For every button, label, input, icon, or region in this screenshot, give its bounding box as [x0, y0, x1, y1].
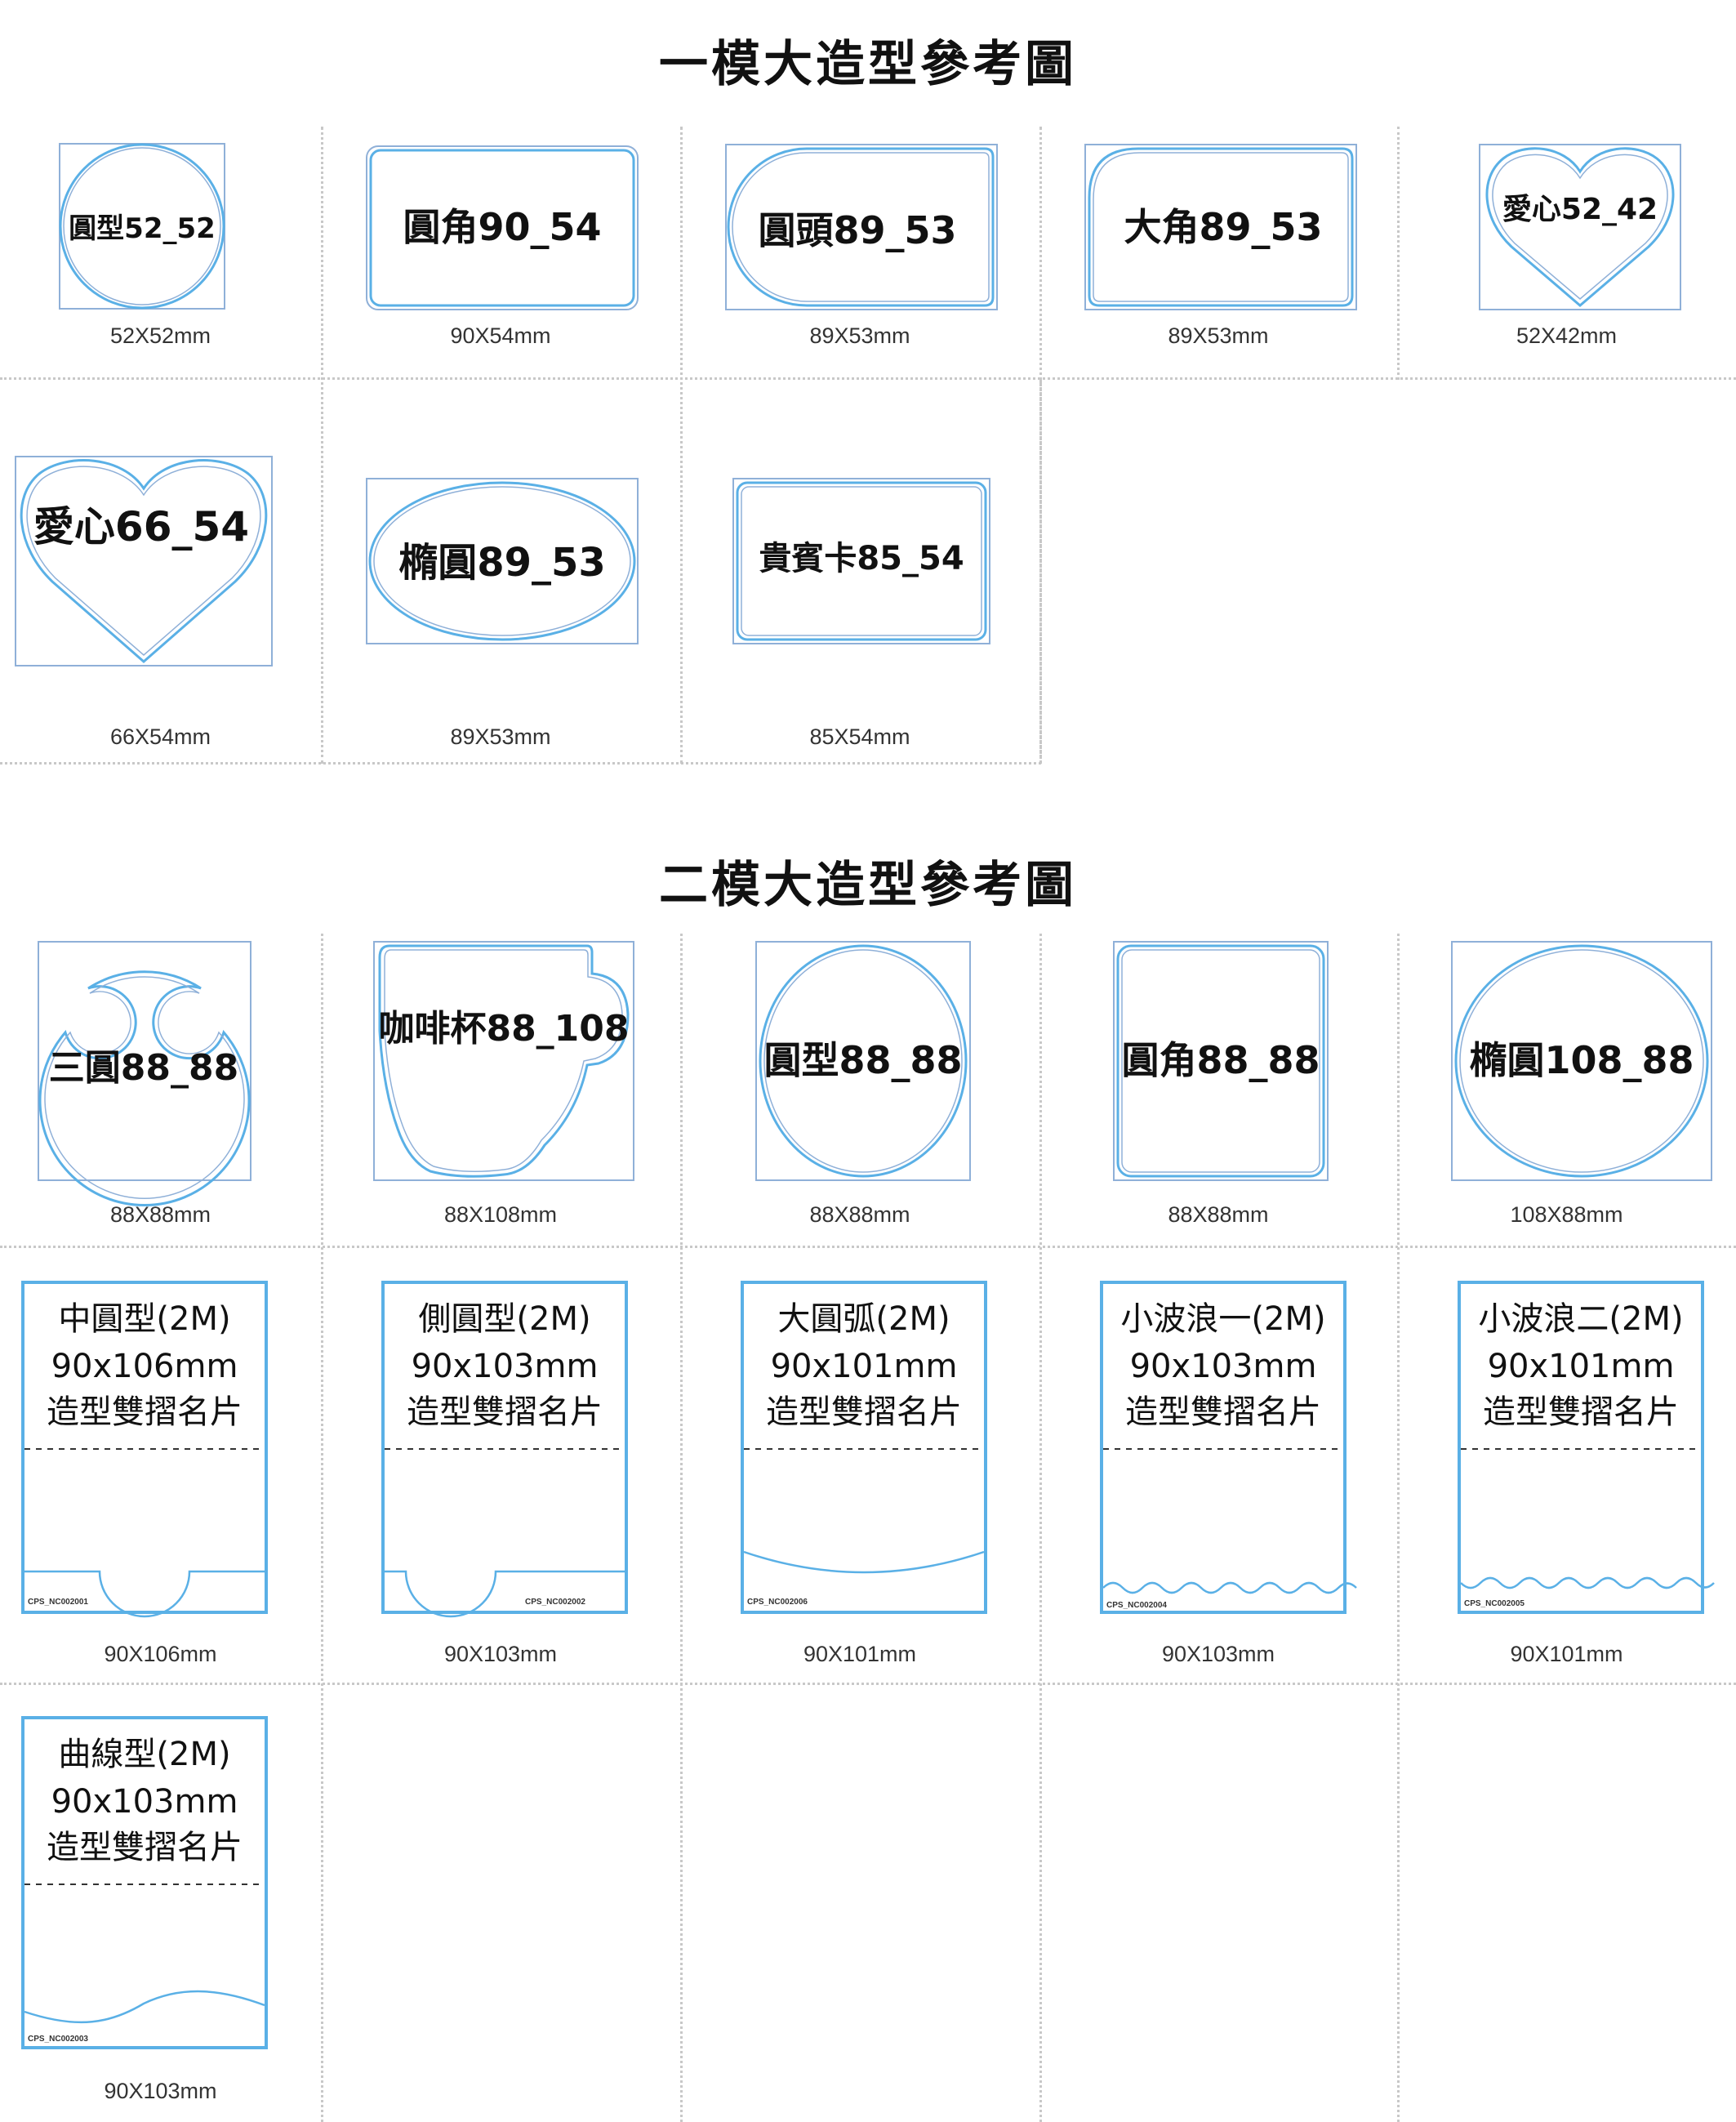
shape-card-oval-108[interactable]: 橢圓108_88 108X88mm	[1397, 939, 1736, 1243]
folded-card-curve[interactable]: 曲線型(2M) 90x103mm 造型雙摺名片 CPS_NC002003 90X…	[0, 1685, 321, 2118]
round-shape-outline: 圓型52_52	[59, 143, 225, 310]
size-caption: 52X42mm	[1516, 323, 1618, 348]
folded-subtitle: 造型雙摺名片	[1483, 1393, 1679, 1431]
size-caption: 89X53mm	[809, 323, 910, 348]
shape-card-three-circles-88[interactable]: 三圓88_88 88X88mm	[0, 939, 321, 1243]
section1-title: 一模大造型參考圖	[659, 36, 1077, 93]
shape-label: 愛心66_54	[33, 503, 249, 551]
size-caption: 90X54mm	[450, 323, 551, 348]
folded-card-big-arc[interactable]: 大圓弧(2M) 90x101mm 造型雙摺名片 CPS_NC002006 90X…	[680, 1248, 1039, 1681]
folded-subtitle: 造型雙摺名片	[407, 1393, 603, 1431]
template-code: CPS_NC002006	[747, 1598, 808, 1607]
size-caption: 88X108mm	[443, 1202, 558, 1227]
big-corner-shape-outline: 大角89_53	[1084, 144, 1357, 310]
folded-size-text: 90x103mm	[1130, 1348, 1317, 1385]
heart-shape-outline: 愛心66_54	[15, 456, 273, 666]
folded-subtitle: 造型雙摺名片	[1125, 1393, 1321, 1431]
shape-card-coffee-cup-88[interactable]: 咖啡杯88_108 88X108mm	[321, 939, 680, 1243]
vip-card-shape-outline: 貴賓卡85_54	[732, 478, 990, 644]
size-caption: 85X54mm	[809, 724, 910, 749]
folded-card-outline: 曲線型(2M) 90x103mm 造型雙摺名片 CPS_NC002003	[21, 1716, 268, 2049]
size-caption: 90X103mm	[443, 1642, 558, 1666]
shape-card-heart-52[interactable]: 愛心52_42 52X42mm	[1397, 131, 1736, 376]
size-caption: 90X106mm	[104, 1642, 217, 1666]
shape-card-rounded-corner-88[interactable]: 圓角88_88 88X88mm	[1039, 939, 1397, 1243]
template-code: CPS_NC002004	[1106, 1601, 1167, 1610]
round-head-shape-outline: 圓頭89_53	[725, 144, 998, 310]
shape-card-oval-89[interactable]: 橢圓89_53 89X53mm	[321, 380, 680, 760]
template-code: CPS_NC002002	[525, 1598, 585, 1607]
folded-size-text: 90x103mm	[51, 1783, 238, 1821]
oval-shape-outline: 橢圓89_53	[366, 478, 639, 644]
folded-subtitle: 造型雙摺名片	[47, 1393, 243, 1431]
size-caption: 52X52mm	[109, 323, 211, 348]
shape-card-rounded-corner-90[interactable]: 圓角90_54 90X54mm	[321, 131, 680, 376]
size-caption: 90X101mm	[803, 1642, 917, 1666]
shape-label: 咖啡杯88_108	[378, 1008, 629, 1050]
folded-subtitle: 造型雙摺名片	[47, 1829, 243, 1866]
shape-card-round-head-89[interactable]: 圓頭89_53 89X53mm	[680, 131, 1039, 376]
folded-card-middle-round[interactable]: 中圓型(2M) 90x106mm 造型雙摺名片 CPS_NC002001 90X…	[0, 1248, 321, 1681]
folded-size-text: 90x103mm	[412, 1348, 599, 1385]
size-caption: 108X88mm	[1510, 1202, 1623, 1227]
folded-size-text: 90x106mm	[51, 1348, 238, 1385]
shape-label: 大角89_53	[1124, 205, 1322, 249]
template-code: CPS_NC002005	[1464, 1599, 1525, 1608]
folded-title: 小波浪一(2M)	[1120, 1300, 1325, 1338]
bear-shape-outline: 三圓88_88	[38, 941, 251, 1207]
size-caption: 88X88mm	[1168, 1202, 1269, 1227]
size-caption: 90X101mm	[1510, 1642, 1623, 1666]
folded-card-small-wave-two[interactable]: 小波浪二(2M) 90x101mm 造型雙摺名片 CPS_NC002005 90…	[1397, 1248, 1736, 1681]
shape-label: 橢圓89_53	[398, 540, 606, 586]
size-caption: 66X54mm	[109, 724, 211, 749]
size-caption: 89X53mm	[1168, 323, 1269, 348]
shape-card-round-88[interactable]: 圓型88_88 88X88mm	[680, 939, 1039, 1243]
shape-label: 貴賓卡85_54	[759, 540, 964, 577]
size-caption: 89X53mm	[450, 724, 551, 749]
shape-label: 愛心52_42	[1502, 193, 1658, 226]
shape-card-big-corner-89[interactable]: 大角89_53 89X53mm	[1039, 131, 1397, 376]
shape-card-round-52[interactable]: 圓型52_52 52X52mm	[0, 131, 321, 376]
template-code: CPS_NC002001	[28, 1598, 88, 1607]
folded-size-text: 90x101mm	[1488, 1348, 1675, 1385]
folded-title: 曲線型(2M)	[58, 1736, 230, 1773]
folded-title: 大圓弧(2M)	[777, 1300, 950, 1338]
oval-shape-outline: 橢圓108_88	[1451, 941, 1712, 1181]
shape-label: 圓角90_54	[403, 205, 601, 249]
folded-title: 側圓型(2M)	[418, 1300, 590, 1338]
folded-card-outline: 小波浪二(2M) 90x101mm 造型雙摺名片 CPS_NC002005	[1458, 1281, 1715, 1614]
size-caption: 88X88mm	[809, 1202, 910, 1227]
section2-title: 二模大造型參考圖	[659, 857, 1077, 914]
shape-label: 圓型52_52	[69, 212, 216, 245]
size-caption: 90X103mm	[104, 2079, 217, 2103]
template-code: CPS_NC002003	[28, 2035, 88, 2044]
shape-card-vip-85[interactable]: 貴賓卡85_54 85X54mm	[680, 380, 1039, 760]
folded-card-small-wave-one[interactable]: 小波浪一(2M) 90x103mm 造型雙摺名片 CPS_NC002004 90…	[1039, 1248, 1397, 1681]
shape-label: 圓角88_88	[1121, 1038, 1320, 1082]
size-caption: 88X88mm	[109, 1202, 211, 1227]
shape-label: 圓型88_88	[763, 1038, 962, 1082]
folded-card-outline: 小波浪一(2M) 90x103mm 造型雙摺名片 CPS_NC002004	[1100, 1281, 1357, 1614]
folded-card-outline: 側圓型(2M) 90x103mm 造型雙摺名片 CPS_NC002002	[381, 1281, 628, 1618]
folded-size-text: 90x101mm	[771, 1348, 958, 1385]
round-shape-outline: 圓型88_88	[755, 941, 971, 1181]
shape-card-heart-66[interactable]: 愛心66_54 66X54mm	[0, 380, 321, 760]
shape-label: 圓頭89_53	[758, 208, 956, 252]
shape-label: 三圓88_88	[49, 1047, 238, 1089]
coffee-cup-shape-outline: 咖啡杯88_108	[373, 941, 634, 1181]
folded-card-outline: 大圓弧(2M) 90x101mm 造型雙摺名片 CPS_NC002006	[741, 1281, 987, 1614]
rounded-rect-shape-outline: 圓角88_88	[1113, 941, 1329, 1181]
rounded-rect-shape-outline: 圓角90_54	[366, 145, 639, 310]
size-caption: 90X103mm	[1161, 1642, 1275, 1666]
folded-title: 小波浪二(2M)	[1478, 1300, 1683, 1338]
folded-card-side-round[interactable]: 側圓型(2M) 90x103mm 造型雙摺名片 CPS_NC002002 90X…	[321, 1248, 680, 1681]
folded-card-outline: 中圓型(2M) 90x106mm 造型雙摺名片 CPS_NC002001	[21, 1281, 268, 1618]
shape-label: 橢圓108_88	[1469, 1038, 1694, 1082]
folded-subtitle: 造型雙摺名片	[766, 1393, 962, 1431]
heart-shape-outline: 愛心52_42	[1479, 144, 1681, 310]
folded-title: 中圓型(2M)	[58, 1300, 230, 1338]
